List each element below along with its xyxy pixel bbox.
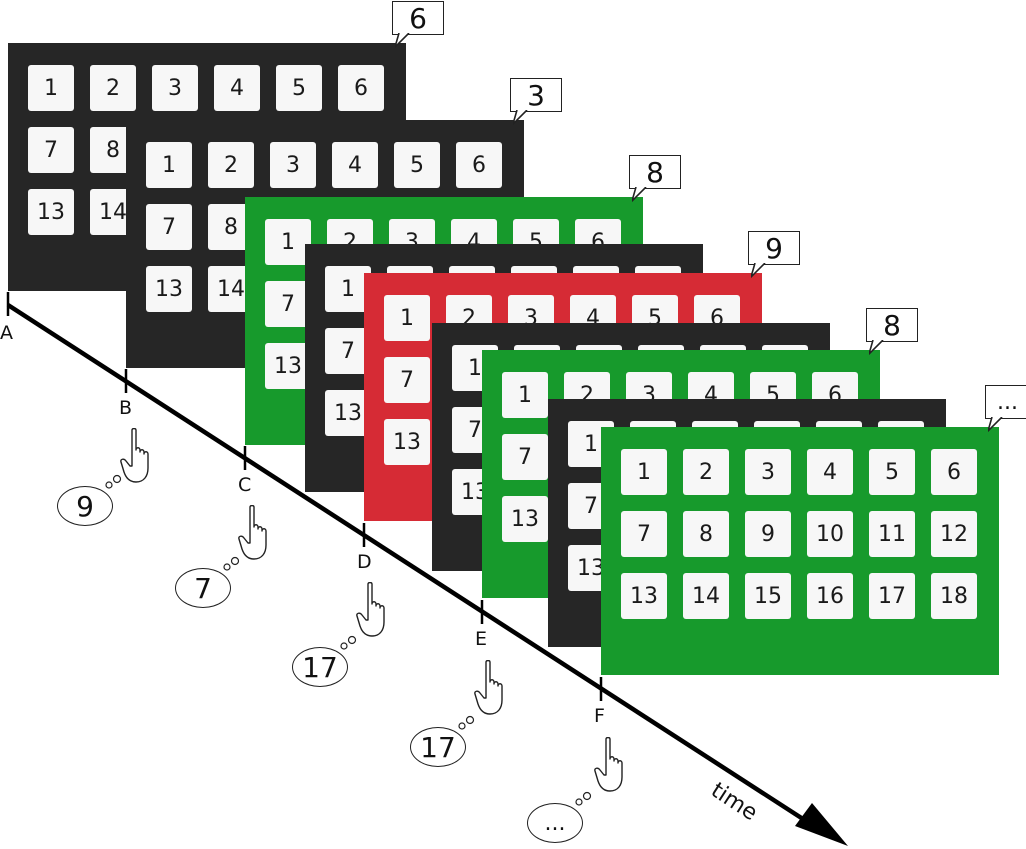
number-cell: 13: [265, 343, 311, 389]
number-cell: 15: [745, 573, 791, 619]
callout-tail: [632, 187, 647, 203]
callout-bubble: 3: [510, 78, 562, 112]
number-cell: 13: [28, 189, 74, 235]
thought-bubble: 17: [292, 647, 348, 687]
number-cell: 7: [384, 357, 430, 403]
marker-label-f: F: [594, 705, 605, 727]
number-cell: 5: [394, 142, 440, 188]
number-cell: 13: [384, 419, 430, 465]
number-cell: 7: [325, 328, 371, 374]
number-cell: 2: [208, 142, 254, 188]
number-cell: 13: [146, 266, 192, 312]
number-cell: 5: [276, 65, 322, 111]
number-cell: 13: [502, 496, 548, 542]
number-cell: 4: [332, 142, 378, 188]
number-cell: 18: [931, 573, 977, 619]
number-cell: 1: [621, 449, 667, 495]
marker-label-a: A: [0, 322, 13, 344]
number-cell: 8: [683, 511, 729, 557]
callout-tail: [751, 263, 766, 279]
number-cell: 1: [384, 295, 430, 341]
number-cell: 9: [745, 511, 791, 557]
number-cell: 13: [621, 573, 667, 619]
thought-bubble: 17: [410, 727, 466, 767]
number-cell: 17: [869, 573, 915, 619]
callout-bubble: 9: [748, 231, 800, 265]
number-cell: 7: [146, 204, 192, 250]
marker-label-e: E: [475, 628, 488, 650]
number-cell: 11: [869, 511, 915, 557]
callout-tail: [988, 417, 1003, 433]
number-cell: 5: [869, 449, 915, 495]
number-cell: 6: [338, 65, 384, 111]
marker-label-c: C: [238, 474, 252, 496]
thought-bubble: ...: [527, 803, 583, 843]
pointing-hand-icon: [120, 428, 149, 483]
number-cell: 1: [28, 65, 74, 111]
number-cell: 2: [90, 65, 136, 111]
callout-tail: [395, 33, 410, 49]
callout-bubble: 8: [629, 155, 681, 189]
callout-bubble: ...: [985, 385, 1026, 419]
thought-dots: [223, 556, 240, 571]
thought-dots: [105, 474, 122, 489]
number-cell: 6: [931, 449, 977, 495]
number-cell: 4: [807, 449, 853, 495]
thought-bubble: 7: [175, 568, 231, 608]
thought-dots: [340, 635, 357, 650]
pointing-hand-icon: [356, 582, 385, 637]
number-cell: 7: [28, 127, 74, 173]
number-cell: 1: [325, 266, 371, 312]
number-cell: 12: [931, 511, 977, 557]
number-cell: 1: [146, 142, 192, 188]
number-cell: 1: [265, 219, 311, 265]
pointing-hand-icon: [238, 505, 267, 560]
callout-tail: [513, 110, 528, 126]
number-cell: 3: [152, 65, 198, 111]
number-cell: 6: [456, 142, 502, 188]
number-cell: 3: [745, 449, 791, 495]
marker-label-d: D: [357, 551, 372, 573]
number-cell: 2: [683, 449, 729, 495]
number-cell: 7: [265, 281, 311, 327]
callout-bubble: 8: [866, 308, 918, 342]
number-cell: 7: [502, 434, 548, 480]
marker-label-b: B: [119, 397, 133, 419]
number-cell: 16: [807, 573, 853, 619]
number-cell: 3: [270, 142, 316, 188]
time-axis-arrowhead: [795, 803, 848, 846]
number-cell: 13: [325, 390, 371, 436]
thought-bubble: 9: [57, 486, 113, 526]
pointing-hand-icon: [474, 660, 503, 715]
callout-tail: [869, 340, 884, 356]
thought-dots: [575, 791, 592, 806]
number-cell: 14: [683, 573, 729, 619]
thought-dots: [458, 715, 475, 730]
callout-bubble: 6: [392, 1, 444, 35]
time-axis-line: [6, 303, 822, 832]
number-cell: 7: [621, 511, 667, 557]
number-cell: 1: [502, 372, 548, 418]
number-cell: 4: [214, 65, 260, 111]
pointing-hand-icon: [594, 737, 623, 792]
number-cell: 10: [807, 511, 853, 557]
